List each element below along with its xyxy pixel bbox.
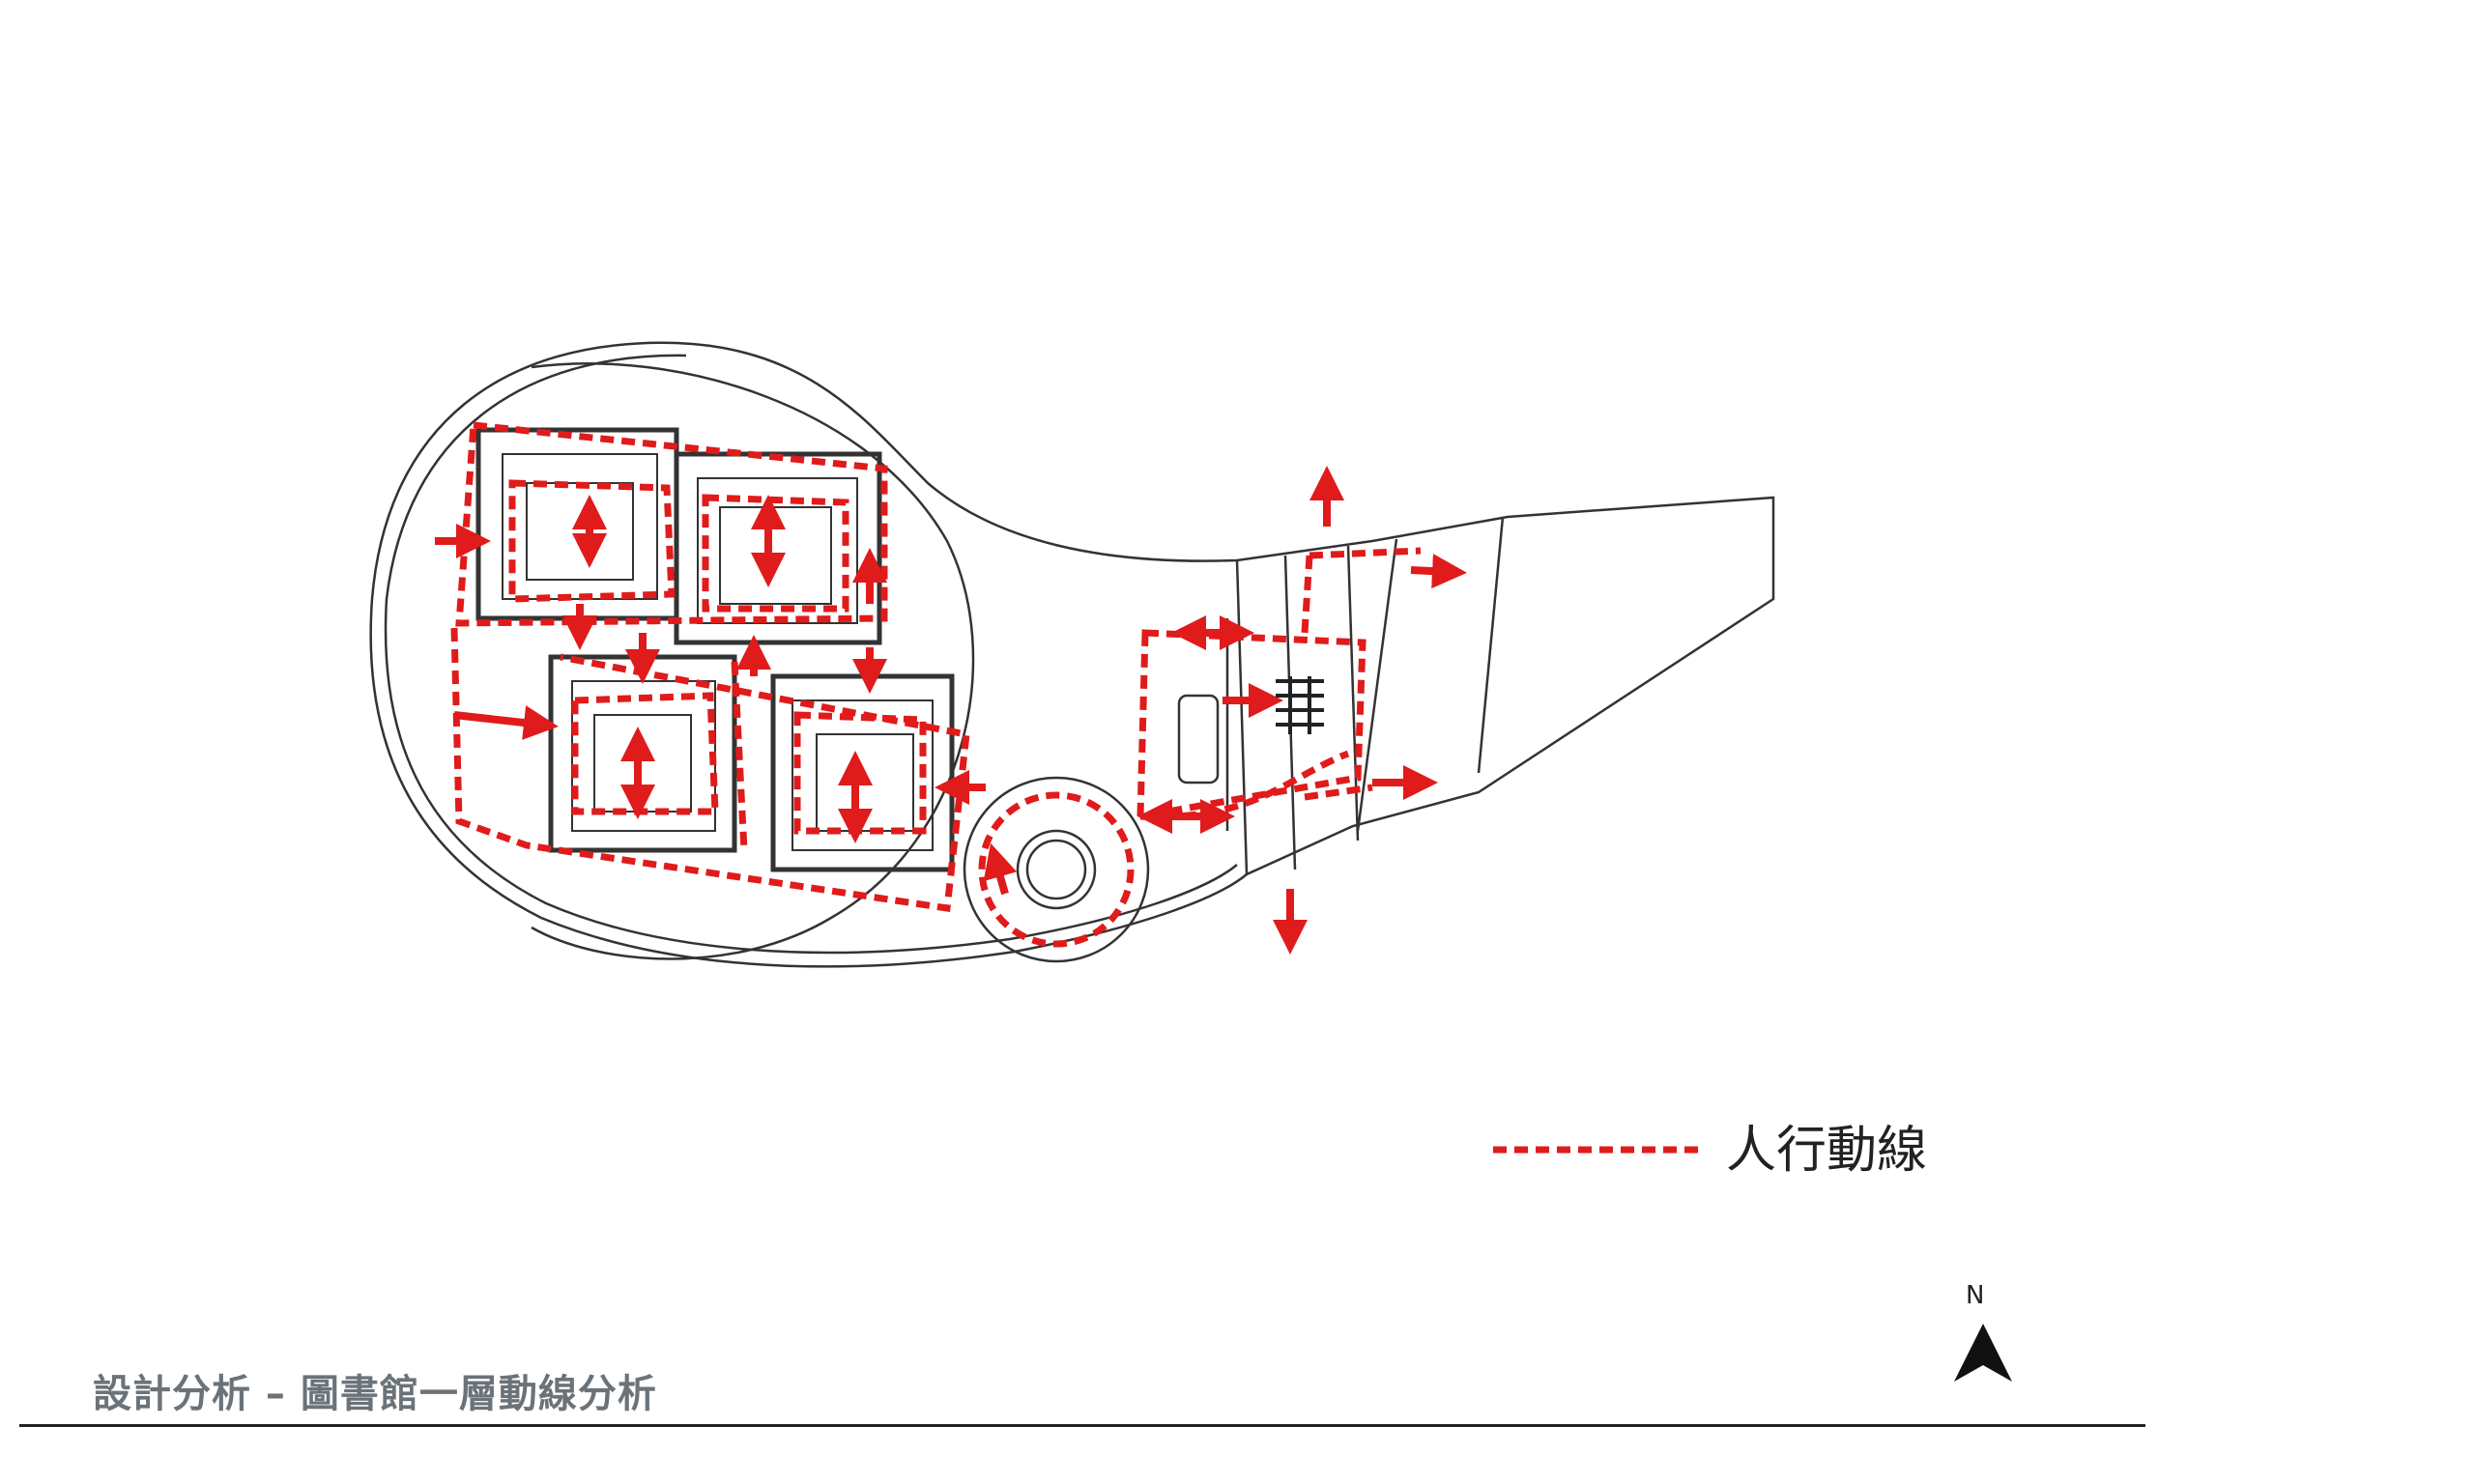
footer-rule [19,1424,2145,1427]
circulation-arrows [435,466,1467,955]
legend-label: 人行動線 [1726,1122,1928,1180]
north-label: N [1966,1281,1985,1310]
footer-title: 設計分析 – 圖書館一層動線分析 [93,1372,657,1416]
pod-northwest [475,427,679,621]
north-arrow-icon [1954,1324,2012,1382]
stair [1276,676,1324,734]
building-outline [369,341,1775,968]
pedestrian-circulation [450,421,1422,948]
